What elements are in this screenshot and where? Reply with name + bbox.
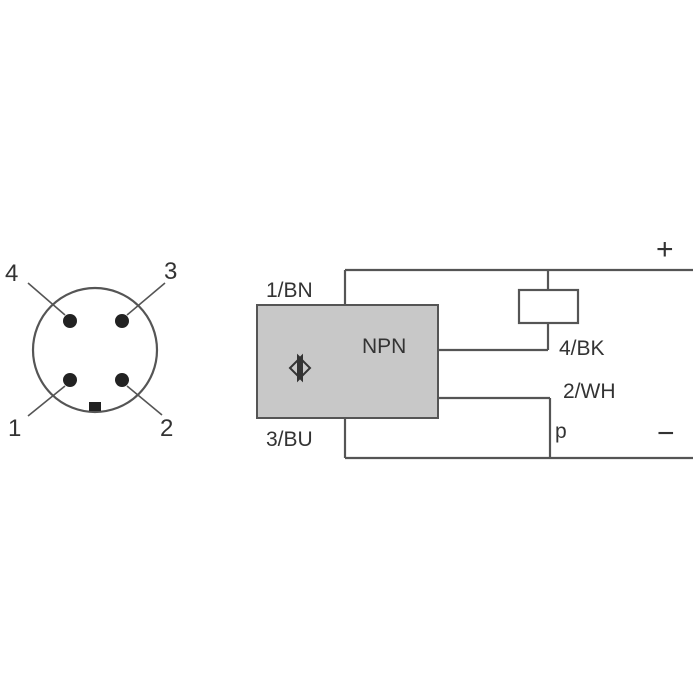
positive-sign: + — [656, 233, 674, 266]
pin-3-leader — [126, 282, 166, 316]
blue-wire-label: 3/BU — [266, 428, 313, 451]
white-wire-label: 2/WH — [563, 380, 616, 403]
pin-1-contact — [63, 373, 77, 387]
pin-2-leader — [126, 385, 163, 416]
black-wire-label: 4/BK — [559, 337, 605, 360]
connector-pinout: 4 3 1 2 — [5, 258, 177, 442]
pin-1-label: 1 — [8, 415, 21, 442]
pin-4-contact — [63, 314, 77, 328]
load-icon — [517, 288, 580, 325]
connector-outline — [31, 286, 159, 414]
brown-wire-label: 1/BN — [266, 279, 313, 302]
pin-4-label: 4 — [5, 260, 18, 287]
pin-4-leader — [27, 282, 66, 316]
npn-label: NPN — [362, 335, 406, 358]
pin-3-contact — [115, 314, 129, 328]
pin-3-label: 3 — [164, 258, 177, 285]
white-wire-mark: p — [555, 420, 567, 443]
connector-key-notch — [89, 402, 101, 411]
pin-2-label: 2 — [160, 415, 173, 442]
negative-sign: − — [657, 417, 675, 450]
pin-2-contact — [115, 373, 129, 387]
pin-1-leader — [27, 385, 66, 417]
sensor-body — [256, 304, 439, 419]
inductive-sensor-icon — [288, 353, 312, 383]
circuit-schematic: 1/BN 3/BU 4/BK 2/WH p NPN + − — [256, 233, 693, 460]
